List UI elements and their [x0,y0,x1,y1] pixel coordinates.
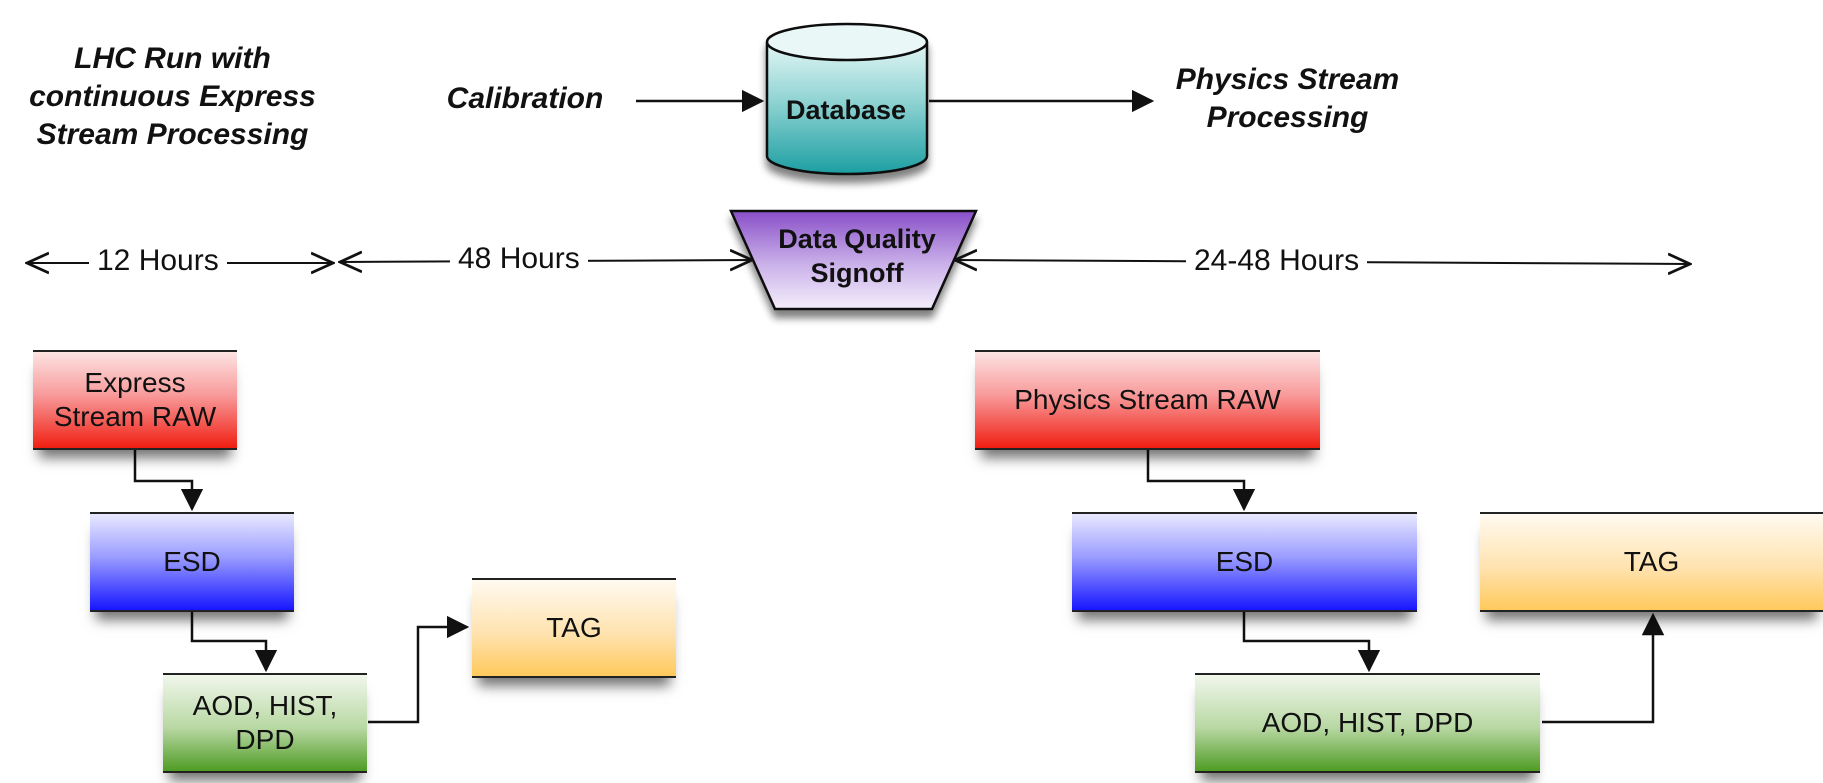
physics-processing-heading: Physics Stream Processing [1175,63,1400,134]
physics-esd-box: ESD [1072,512,1417,612]
express-stream-raw-box: Express Stream RAW [33,350,237,450]
express-esd-box: ESD [90,512,294,612]
physics-aod-hist-dpd-box: AOD, HIST, DPD [1195,673,1540,773]
lhc-run-heading: LHC Run with continuous Express Stream P… [29,42,316,151]
physics-tag-box: TAG [1480,512,1823,612]
physics-esd-to-aod-arrow [1242,610,1381,673]
calibration-heading: Calibration [446,82,604,115]
express-aod-hist-dpd-box: AOD, HIST, DPD [163,673,367,773]
duration-12-hours: 12 Hours [89,243,227,279]
express-raw-to-esd-arrow [133,450,204,512]
express-aod-to-tag-arrow [368,615,470,724]
physics-stream-raw-box: Physics Stream RAW [975,350,1320,450]
duration-24-48-hours: 24-48 Hours [1186,243,1368,279]
data-quality-label: Data Quality Signoff [778,224,936,288]
database-label: Database [785,95,907,125]
physics-aod-to-tag-arrow [1542,612,1665,724]
express-tag-box: TAG [472,578,676,678]
physics-raw-to-esd-arrow [1146,450,1256,512]
express-esd-to-aod-arrow [190,610,278,673]
duration-48-hours: 48 Hours [450,241,588,277]
